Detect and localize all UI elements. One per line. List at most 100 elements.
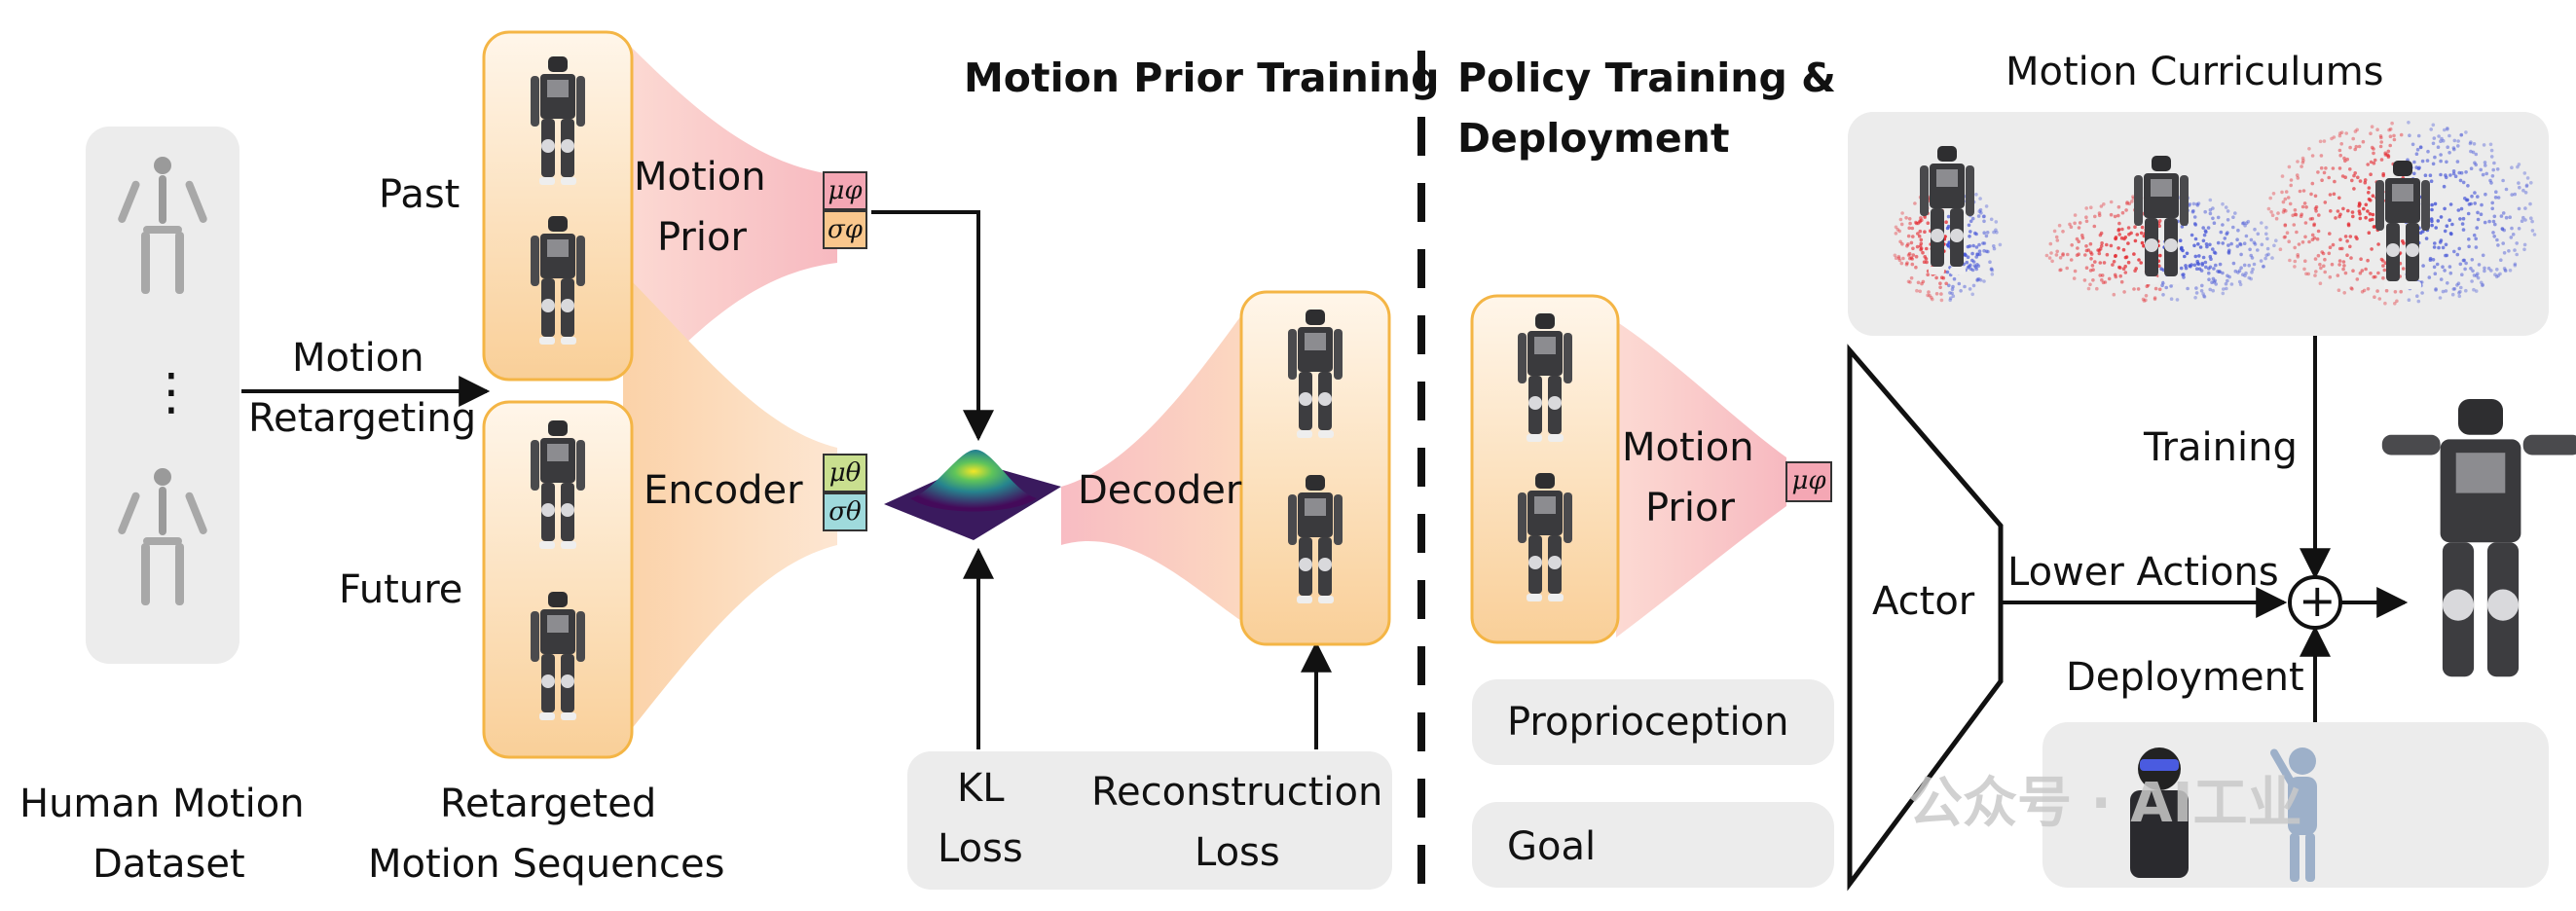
point-cloud-dot — [2408, 133, 2411, 137]
point-cloud-dot — [2486, 266, 2491, 271]
point-cloud-dot — [2214, 263, 2218, 268]
point-cloud-dot — [2450, 222, 2454, 227]
point-cloud-dot — [2436, 145, 2441, 149]
point-cloud-dot — [2491, 231, 2495, 235]
point-cloud-dot — [2211, 288, 2215, 293]
point-cloud-dot — [2306, 272, 2310, 276]
point-cloud-dot — [2316, 170, 2320, 174]
point-cloud-dot — [2221, 201, 2225, 206]
point-cloud-dot — [2346, 223, 2351, 228]
point-cloud-dot — [2207, 271, 2211, 275]
point-cloud-dot — [1970, 292, 1974, 297]
point-cloud-dot — [2433, 155, 2437, 160]
point-cloud-dot — [2253, 242, 2258, 246]
point-cloud-dot — [2468, 141, 2473, 146]
point-cloud-dot — [2109, 200, 2114, 204]
point-cloud-dot — [2372, 147, 2375, 151]
point-cloud-dot — [2084, 215, 2088, 219]
point-cloud-dot — [2412, 160, 2416, 164]
point-cloud-dot — [2369, 172, 2373, 176]
point-cloud-dot — [2423, 173, 2428, 177]
point-cloud-dot — [2439, 139, 2443, 143]
point-cloud-dot — [2101, 280, 2106, 285]
point-cloud-dot — [2194, 291, 2199, 295]
retargeting-label-line2: Retargeting — [248, 396, 477, 441]
goal-pill — [1472, 802, 1834, 888]
point-cloud-dot — [2201, 226, 2205, 230]
point-cloud-dot — [2072, 276, 2077, 280]
point-cloud-dot — [2283, 223, 2288, 227]
point-cloud-dot — [2317, 213, 2321, 217]
point-cloud-dot — [2495, 237, 2499, 242]
mu-phi-symbol: μφ — [823, 171, 867, 210]
point-cloud-dot — [2092, 224, 2097, 229]
point-cloud-dot — [1915, 288, 1919, 293]
point-cloud-dot — [2381, 171, 2385, 176]
point-cloud-dot — [2493, 196, 2498, 200]
point-cloud-dot — [2137, 258, 2141, 262]
point-cloud-dot — [1985, 231, 1990, 235]
point-cloud-dot — [2199, 289, 2204, 293]
point-cloud-dot — [2461, 228, 2466, 232]
point-cloud-dot — [2476, 275, 2481, 280]
point-cloud-dot — [2049, 251, 2053, 255]
point-cloud-dot — [2124, 208, 2128, 212]
sigma-phi-symbol: σφ — [823, 210, 867, 249]
point-cloud-dot — [2142, 243, 2146, 248]
point-cloud-dot — [2083, 253, 2087, 257]
point-cloud-dot — [2073, 213, 2078, 217]
point-cloud-dot — [2532, 233, 2537, 237]
point-cloud-dot — [2474, 289, 2479, 293]
point-cloud-dot — [2493, 273, 2497, 277]
proprioception-pill — [1472, 679, 1834, 765]
point-cloud-dot — [2504, 187, 2509, 192]
point-cloud-dot — [2379, 140, 2383, 144]
point-cloud-dot — [1947, 283, 1951, 288]
point-cloud-dot — [2301, 189, 2306, 193]
point-cloud-dot — [2375, 128, 2379, 131]
point-cloud-dot — [2280, 190, 2284, 195]
point-cloud-dot — [2088, 282, 2092, 287]
point-cloud-dot — [2470, 279, 2474, 283]
point-cloud-dot — [2429, 128, 2433, 131]
point-cloud-dot — [2469, 149, 2473, 154]
point-cloud-dot — [2055, 249, 2059, 254]
point-cloud-dot — [2455, 252, 2460, 257]
point-cloud-dot — [2197, 254, 2201, 258]
point-cloud-dot — [2437, 245, 2441, 250]
point-cloud-dot — [1918, 244, 1923, 248]
point-cloud-dot — [2300, 212, 2303, 217]
point-cloud-dot — [1984, 249, 1989, 254]
point-cloud-dot — [2338, 237, 2342, 241]
point-cloud-dot — [2353, 129, 2358, 133]
point-cloud-dot — [2352, 173, 2356, 178]
point-cloud-dot — [1899, 222, 1904, 227]
point-cloud-dot — [1895, 228, 1900, 232]
point-cloud-dot — [2295, 230, 2299, 235]
point-cloud-dot — [2252, 262, 2257, 267]
point-cloud-dot — [2446, 127, 2449, 130]
point-cloud-dot — [2216, 215, 2221, 220]
point-cloud-dot — [1896, 256, 1901, 261]
point-cloud-dot — [2221, 291, 2226, 296]
point-cloud-dot — [2120, 227, 2124, 232]
point-cloud-dot — [2213, 251, 2218, 255]
point-cloud-dot — [2324, 166, 2328, 170]
point-cloud-dot — [1957, 281, 1962, 286]
point-cloud-dot — [2345, 238, 2349, 243]
point-cloud-dot — [2425, 159, 2430, 163]
point-cloud-dot — [2399, 289, 2403, 294]
point-cloud-dot — [2330, 136, 2334, 141]
decoder-fan — [1061, 311, 1244, 623]
point-cloud-dot — [2455, 283, 2459, 287]
point-cloud-dot — [2429, 179, 2434, 183]
point-cloud-dot — [2460, 273, 2464, 277]
point-cloud-dot — [1946, 224, 1951, 229]
point-cloud-dot — [2153, 286, 2158, 291]
point-cloud-dot — [2211, 247, 2215, 251]
point-cloud-dot — [2442, 184, 2447, 189]
point-cloud-dot — [1976, 214, 1981, 218]
point-cloud-dot — [2392, 137, 2397, 142]
section-title-deployment: Deployment — [1457, 115, 1730, 162]
point-cloud-dot — [2103, 280, 2108, 284]
